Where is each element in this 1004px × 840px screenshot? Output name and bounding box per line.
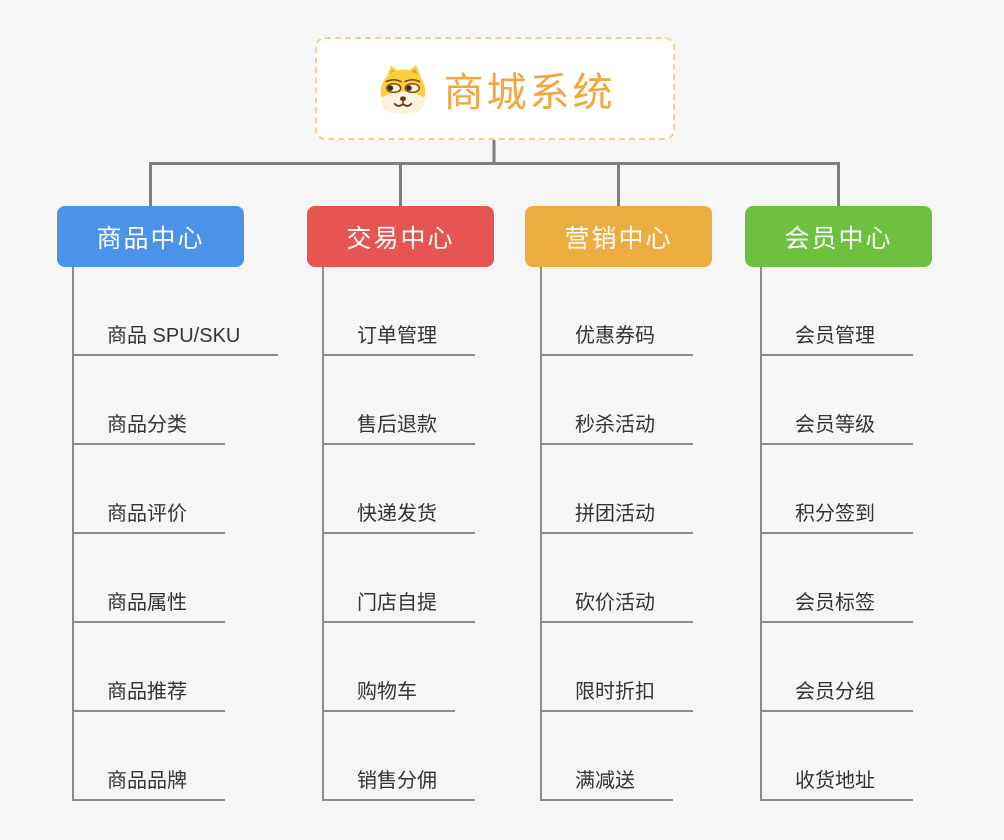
- leaf-node[interactable]: 限时折扣: [541, 668, 693, 712]
- leaf-node[interactable]: 快递发货: [323, 490, 475, 534]
- leaf-node[interactable]: 会员分组: [761, 668, 913, 712]
- leaf-node[interactable]: 购物车: [323, 668, 455, 712]
- leaf-node[interactable]: 商品 SPU/SKU: [73, 312, 279, 356]
- leaf-node[interactable]: 售后退款: [323, 401, 475, 445]
- leaf-node[interactable]: 销售分佣: [323, 757, 475, 801]
- leaf-node[interactable]: 会员管理: [761, 312, 913, 356]
- leaf-node[interactable]: 优惠券码: [541, 312, 693, 356]
- leaf-node[interactable]: 满减送: [541, 757, 673, 801]
- leaf-node[interactable]: 砍价活动: [541, 579, 693, 623]
- leaf-node[interactable]: 商品评价: [73, 490, 225, 534]
- leaf-node[interactable]: 会员等级: [761, 401, 913, 445]
- dog-face-icon: [380, 64, 425, 114]
- leaf-node[interactable]: 积分签到: [761, 490, 913, 534]
- leaf-spines: [72, 267, 762, 801]
- leaf-node[interactable]: 商品分类: [73, 401, 225, 445]
- leaf-node[interactable]: 商品推荐: [73, 668, 225, 712]
- leaf-node[interactable]: 收货地址: [761, 757, 913, 801]
- leaf-node[interactable]: 订单管理: [323, 312, 475, 356]
- branch-node-1[interactable]: 商品中心: [57, 206, 244, 267]
- leaf-node[interactable]: 拼团活动: [541, 490, 693, 534]
- leaf-node[interactable]: 秒杀活动: [541, 401, 693, 445]
- branch-node-3[interactable]: 营销中心: [525, 206, 712, 267]
- leaf-node[interactable]: 会员标签: [761, 579, 913, 623]
- branch-node-2[interactable]: 交易中心: [307, 206, 494, 267]
- leaf-node[interactable]: 门店自提: [323, 579, 475, 623]
- leaf-node[interactable]: 商品属性: [73, 579, 225, 623]
- root-node[interactable]: 商城系统: [315, 37, 675, 140]
- root-node-label: 商城系统: [443, 70, 616, 115]
- branch-node-4[interactable]: 会员中心: [745, 206, 932, 267]
- leaf-node[interactable]: 商品品牌: [73, 757, 225, 801]
- root-branch-connectors: [149, 139, 840, 206]
